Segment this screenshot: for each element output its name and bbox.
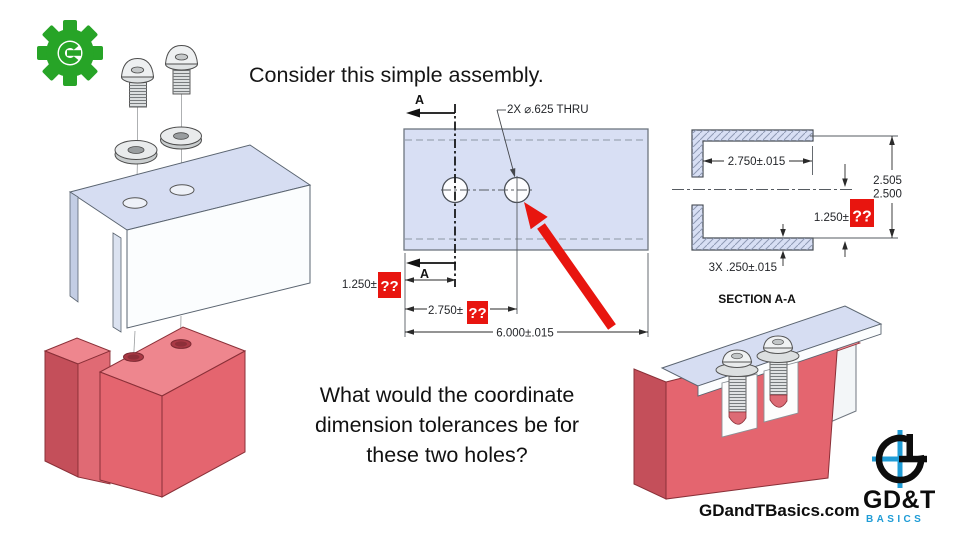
section-wall-hole (689, 176, 705, 206)
section-view: 2.750±.015 2.505 2.500 1.250± ?? (672, 129, 902, 306)
washer-right (160, 126, 202, 150)
hole-note: 2X ⌀.625 THRU (496, 104, 589, 178)
dim-inner-width: 2.750±.015 (703, 146, 813, 175)
screw-tip (728, 411, 747, 425)
unknown-tolerance-box (850, 199, 874, 227)
question-line: dimension tolerances be for (314, 413, 580, 437)
question-line: What would the coordinate (319, 383, 575, 407)
logo-circle-g (875, 434, 925, 484)
gear-logo-icon (37, 20, 103, 86)
section-flag-top: A (406, 93, 455, 118)
assembled-screw-left (715, 349, 759, 425)
screw-socket (174, 53, 189, 61)
plan-drawing-view: A A 2X ⌀.625 THRU 1.250± ?? (342, 93, 649, 340)
logo-wordmark: GD&T (863, 486, 936, 514)
bracket-hole-right (169, 184, 195, 196)
dim-hole-y: 1.250± ?? (814, 164, 874, 257)
logo-g-bar (899, 455, 927, 463)
svg-text:1.250±: 1.250± (342, 279, 377, 291)
question-text: What would the coordinate dimension tole… (286, 380, 608, 470)
dim-height-limits: 2.505 2.500 (810, 135, 902, 239)
channel-bracket (68, 144, 312, 333)
svg-text:??: ?? (852, 209, 872, 226)
unknown-tolerance-box (378, 272, 401, 298)
section-hatching (692, 130, 813, 250)
svg-text:??: ?? (380, 278, 398, 295)
dim-hole1-x: 1.250± ?? (342, 272, 456, 298)
red-base-block (43, 326, 247, 498)
logo-g-stem (906, 434, 913, 459)
site-watermark: GDandTBasics.com (699, 501, 860, 520)
logo-blue-horizontal (872, 456, 903, 462)
section-flag-bottom: A (406, 258, 456, 281)
section-part (691, 129, 814, 251)
dim-hole2-x: 2.750± ?? (405, 301, 517, 324)
svg-text:??: ?? (468, 305, 486, 322)
svg-text:6.000±.015: 6.000±.015 (496, 328, 553, 340)
bracket-hole-left (122, 197, 148, 209)
assembled-cutaway-illustration (633, 305, 883, 500)
plan-extension-lines (404, 253, 649, 337)
unknown-tolerance-box (467, 301, 488, 324)
dim-wall-thickness: 3X .250±.015 (709, 224, 786, 274)
question-line: these two holes? (366, 443, 528, 467)
gdt-basics-logo-icon (872, 430, 927, 488)
gear-wrench-bar (67, 50, 81, 56)
screw-right (164, 44, 199, 95)
svg-text:A: A (415, 93, 424, 107)
screw-tip (769, 394, 788, 408)
svg-text:A: A (420, 267, 429, 281)
svg-text:2.750±: 2.750± (428, 305, 463, 317)
plan-hidden-lines (405, 139, 647, 240)
assembled-screw-right (756, 335, 800, 408)
svg-text:2.505: 2.505 (873, 175, 902, 187)
screw-socket (130, 66, 145, 74)
slide-title: Consider this simple assembly. (249, 63, 544, 87)
logo-subtitle: BASICS (866, 514, 925, 525)
section-label: SECTION A-A (718, 292, 796, 306)
screw-left (120, 57, 155, 108)
svg-text:1.250±: 1.250± (814, 212, 849, 224)
svg-text:2X ⌀.625 THRU: 2X ⌀.625 THRU (507, 104, 589, 116)
gear-wrench-glyph (59, 42, 79, 64)
red-callout-arrow (524, 202, 616, 330)
svg-text:2.750±.015: 2.750±.015 (728, 156, 785, 168)
dim-overall-length: 6.000±.015 (405, 328, 648, 340)
washer-left (114, 140, 158, 165)
exploded-assembly-illustration (43, 44, 312, 498)
svg-text:2.500: 2.500 (873, 189, 902, 201)
svg-text:3X .250±.015: 3X .250±.015 (709, 262, 777, 274)
